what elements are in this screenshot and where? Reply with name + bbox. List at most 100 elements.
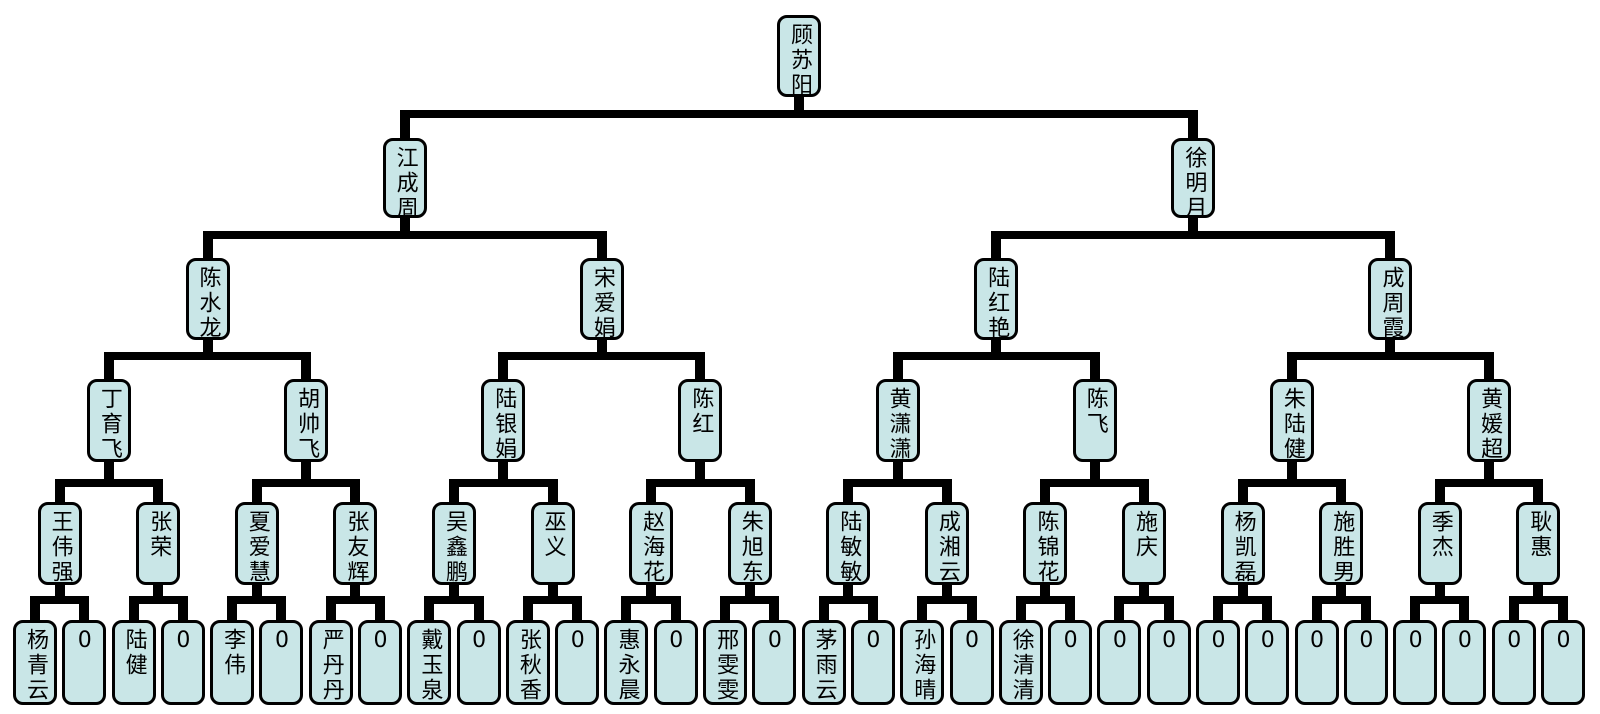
connector-line xyxy=(1237,487,1248,504)
tree-node: 张秋香 xyxy=(505,620,550,705)
tree-node-label: 季杰 xyxy=(1427,510,1453,560)
tree-node-label: 0 xyxy=(860,628,886,656)
tree-node-label: 茅雨云 xyxy=(811,628,837,703)
tree-node: 江成周 xyxy=(382,138,427,221)
tree-node: 陈锦花 xyxy=(1023,502,1068,585)
connector-line xyxy=(1188,216,1199,239)
connector-line xyxy=(251,487,262,504)
tree-node-label: 0 xyxy=(1403,628,1429,656)
tree-node: 0 xyxy=(850,620,895,705)
connector-line xyxy=(325,604,336,622)
connector-line xyxy=(1434,487,1445,504)
tree-node: 0 xyxy=(1343,620,1388,705)
connector-line xyxy=(1385,239,1396,260)
connector-line xyxy=(448,583,459,604)
connector-line xyxy=(547,487,558,504)
tree-node-label: 戴玉泉 xyxy=(417,628,443,703)
connector-line xyxy=(301,360,312,381)
tree-node: 李伟 xyxy=(210,620,255,705)
tree-node-label: 成湘云 xyxy=(934,510,960,585)
tree-node: 宋爱娟 xyxy=(579,258,624,341)
connector-line xyxy=(1114,596,1174,604)
tree-node-label: 0 xyxy=(1353,628,1379,656)
connector-line xyxy=(54,583,65,604)
connector-line xyxy=(498,360,509,381)
tree-node-label: 陈飞 xyxy=(1082,387,1108,437)
connector-line xyxy=(1360,604,1371,622)
connector-line xyxy=(325,596,386,604)
tree-node-label: 夏爱慧 xyxy=(244,510,270,585)
connector-line xyxy=(991,239,1002,260)
connector-line xyxy=(1212,596,1273,604)
connector-line xyxy=(1015,596,1076,604)
tree-node: 顾苏阳 xyxy=(777,15,821,98)
connector-line xyxy=(769,604,780,622)
tree-node-label: 黄潇潇 xyxy=(885,387,911,462)
tree-node: 陆银娟 xyxy=(481,379,526,462)
tree-node-label: 王伟强 xyxy=(47,510,73,585)
connector-line xyxy=(695,460,706,487)
connector-line xyxy=(1237,583,1248,604)
connector-line xyxy=(892,360,903,381)
tree-node-label: 0 xyxy=(663,628,689,656)
connector-line xyxy=(1311,596,1371,604)
tree-node-label: 陆健 xyxy=(121,628,147,678)
connector-line xyxy=(843,583,854,604)
connector-line xyxy=(818,596,878,604)
connector-line xyxy=(646,479,755,487)
connector-line xyxy=(720,596,780,604)
tree-node-label: 施庆 xyxy=(1132,510,1158,560)
connector-line xyxy=(1212,604,1223,622)
connector-line xyxy=(1286,352,1495,360)
connector-line xyxy=(941,583,952,604)
connector-line xyxy=(1286,360,1297,381)
connector-line xyxy=(646,583,657,604)
tree-node-label: 邢雯雯 xyxy=(713,628,739,703)
connector-line xyxy=(1114,604,1125,622)
connector-line xyxy=(991,338,1002,360)
tree-node: 施庆 xyxy=(1122,502,1167,585)
connector-line xyxy=(843,479,952,487)
tree-node-label: 0 xyxy=(1452,628,1478,656)
connector-line xyxy=(1089,360,1100,381)
tree-node-label: 陈水龙 xyxy=(195,266,221,341)
tree-node-label: 0 xyxy=(1156,628,1182,656)
connector-line xyxy=(818,604,829,622)
connector-line xyxy=(498,460,509,487)
connector-line xyxy=(867,604,878,622)
connector-line xyxy=(794,95,804,118)
tree-node-label: 杨青云 xyxy=(23,628,48,703)
connector-line xyxy=(1311,604,1322,622)
tree-node: 0 xyxy=(160,620,205,705)
tree-node-label: 徐清清 xyxy=(1008,628,1034,703)
tree-node-label: 陈锦花 xyxy=(1033,510,1059,585)
connector-line xyxy=(1410,596,1470,604)
connector-line xyxy=(1286,460,1297,487)
tree-node-label: 0 xyxy=(565,628,591,656)
tree-node-label: 张秋香 xyxy=(515,628,541,703)
connector-line xyxy=(1040,583,1051,604)
tree-node-label: 江成周 xyxy=(392,146,418,221)
tree-node: 0 xyxy=(1491,620,1536,705)
tree-node-label: 成周霞 xyxy=(1378,266,1404,341)
connector-line xyxy=(227,604,238,622)
tree-node: 朱陆健 xyxy=(1269,379,1314,462)
connector-line xyxy=(498,352,706,360)
connector-line xyxy=(1040,479,1150,487)
connector-line xyxy=(744,583,755,604)
connector-line xyxy=(103,460,114,487)
tree-node: 丁育飞 xyxy=(86,379,131,462)
tree-node-label: 惠永晨 xyxy=(614,628,640,703)
connector-line xyxy=(917,604,928,622)
connector-line xyxy=(177,604,188,622)
connector-line xyxy=(1459,604,1470,622)
connector-line xyxy=(1065,604,1076,622)
tree-node-label: 0 xyxy=(762,628,788,656)
tree-node-label: 0 xyxy=(1501,628,1527,656)
connector-line xyxy=(1484,360,1495,381)
tree-node: 陈红 xyxy=(678,379,723,462)
tree-node: 张荣 xyxy=(136,502,181,585)
connector-line xyxy=(1410,604,1421,622)
connector-line xyxy=(1139,583,1150,604)
